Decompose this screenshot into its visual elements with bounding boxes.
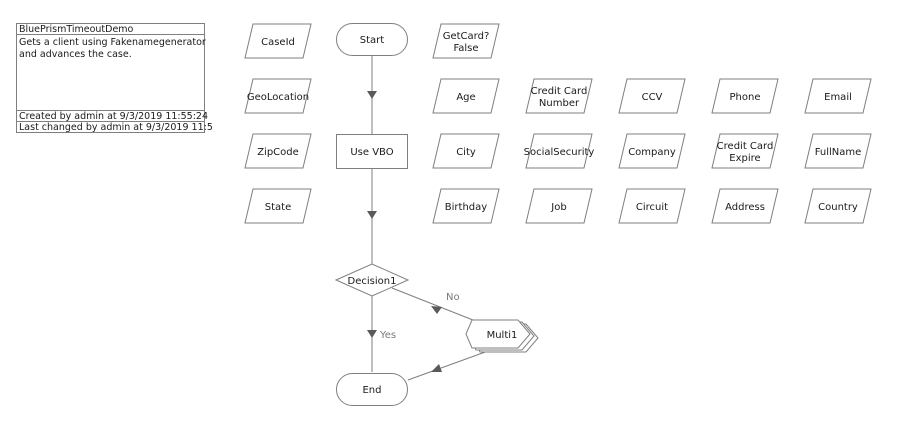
data-item-label: Age xyxy=(456,92,475,103)
connector-decision-multi xyxy=(391,287,479,323)
data-item[interactable]: Age xyxy=(432,78,500,114)
data-item-label: CCV xyxy=(642,92,663,103)
data-item-label: Credit Card xyxy=(717,141,774,152)
data-item-shape xyxy=(804,133,872,169)
data-item[interactable]: Email xyxy=(804,78,872,114)
data-item-shape xyxy=(244,133,312,169)
multi-calc-stage[interactable]: Multi1 xyxy=(465,319,539,353)
data-item-shape xyxy=(618,188,686,224)
process-name: BluePrismTimeoutDemo xyxy=(19,24,134,35)
data-item-label: Country xyxy=(818,202,858,213)
data-item-shape xyxy=(711,188,779,224)
data-item-label: City xyxy=(456,147,476,158)
data-item-shape xyxy=(525,188,593,224)
process-description-line: and advances the case. xyxy=(19,49,132,60)
data-item-label: Expire xyxy=(729,153,760,164)
data-item-label: Job xyxy=(550,202,566,213)
data-item-label: GeoLocation xyxy=(247,92,309,103)
use-vbo-action[interactable]: Use VBO xyxy=(336,134,408,169)
data-item-shape xyxy=(618,78,686,114)
decision-stage[interactable]: Decision1 xyxy=(334,263,410,297)
data-item[interactable]: FullName xyxy=(804,133,872,169)
data-item-shape xyxy=(432,133,500,169)
data-item-label: Address xyxy=(725,202,765,213)
data-item-shape xyxy=(618,133,686,169)
data-item-label: Company xyxy=(628,147,676,158)
yes-label: Yes xyxy=(379,330,396,341)
data-item[interactable]: Job xyxy=(525,188,593,224)
data-item-label: GetCard? xyxy=(443,31,490,42)
data-item[interactable]: Circuit xyxy=(618,188,686,224)
data-item-shape xyxy=(244,23,312,59)
data-item[interactable]: CCV xyxy=(618,78,686,114)
arrowhead xyxy=(367,91,377,99)
data-item[interactable]: GetCard?False xyxy=(432,23,500,59)
data-item-label: Number xyxy=(539,98,580,109)
data-item-label: Phone xyxy=(730,92,761,103)
multi-label: Multi1 xyxy=(487,330,518,341)
arrowhead xyxy=(431,306,442,314)
data-item-shape xyxy=(711,133,779,169)
arrowhead xyxy=(431,364,442,372)
connectors: No Yes xyxy=(367,56,489,381)
data-item-label: Email xyxy=(824,92,852,103)
data-item[interactable]: Country xyxy=(804,188,872,224)
data-item-shape xyxy=(804,78,872,114)
last-changed-info: Last changed by admin at 9/3/2019 11:5 xyxy=(19,122,213,133)
data-item-label: FullName xyxy=(815,147,862,158)
data-item-shape xyxy=(244,188,312,224)
arrowhead xyxy=(367,330,377,338)
data-item-shape xyxy=(432,78,500,114)
start-label: Start xyxy=(360,35,385,46)
end-label: End xyxy=(362,385,381,396)
data-item[interactable]: GeoLocation xyxy=(244,78,312,114)
data-item-shape xyxy=(525,133,593,169)
start-stage[interactable]: Start xyxy=(336,23,408,56)
data-item[interactable]: SocialSecurity xyxy=(524,133,595,169)
data-item[interactable]: State xyxy=(244,188,312,224)
data-item-label: CaseId xyxy=(261,37,295,48)
data-item-label: State xyxy=(265,202,291,213)
data-item[interactable]: CaseId xyxy=(244,23,312,59)
data-item[interactable]: Address xyxy=(711,188,779,224)
data-item[interactable]: ZipCode xyxy=(244,133,312,169)
data-item-shape xyxy=(432,23,500,59)
no-label: No xyxy=(446,292,460,303)
arrowhead xyxy=(367,211,377,219)
data-item-label: SocialSecurity xyxy=(524,147,595,158)
data-item-label: ZipCode xyxy=(257,147,299,158)
decision-label: Decision1 xyxy=(348,276,397,287)
process-description-line: Gets a client using Fakenamegenerator xyxy=(19,37,206,48)
data-item-label: Circuit xyxy=(636,202,668,213)
connector-multi-end xyxy=(407,350,489,381)
data-item-shape xyxy=(244,78,312,114)
data-item-label: Credit Card xyxy=(531,86,588,97)
created-info: Created by admin at 9/3/2019 11:55:24 xyxy=(19,111,208,122)
data-item[interactable]: Birthday xyxy=(432,188,500,224)
data-item[interactable]: City xyxy=(432,133,500,169)
data-item-label: Birthday xyxy=(445,202,487,213)
end-stage[interactable]: End xyxy=(336,373,408,406)
data-item-shape xyxy=(804,188,872,224)
data-item-label: False xyxy=(453,43,478,54)
use-vbo-label: Use VBO xyxy=(350,147,393,158)
data-item[interactable]: Phone xyxy=(711,78,779,114)
data-item-shape xyxy=(525,78,593,114)
data-item[interactable]: Company xyxy=(618,133,686,169)
data-item-shape xyxy=(432,188,500,224)
process-info-box: BluePrismTimeoutDemo Gets a client using… xyxy=(16,23,213,133)
data-item-shape xyxy=(711,78,779,114)
